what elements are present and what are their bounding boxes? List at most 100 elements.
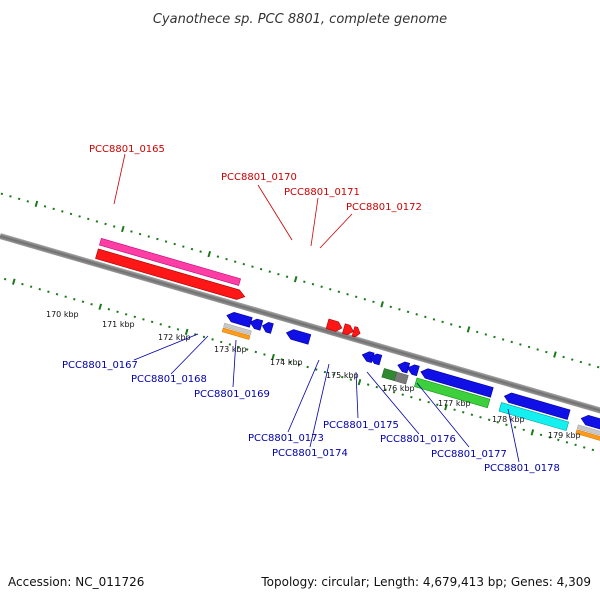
gene-0169-feature[interactable] xyxy=(285,328,312,345)
minor-tick xyxy=(557,438,560,442)
gene-label-0175[interactable]: PCC8801_0175 xyxy=(323,420,399,431)
minor-tick xyxy=(289,360,292,364)
minor-tick xyxy=(311,282,315,286)
minor-tick xyxy=(73,298,76,301)
minor-tick xyxy=(513,426,517,429)
minor-tick xyxy=(323,370,327,374)
minor-tick xyxy=(484,333,488,336)
gene-label-0165[interactable]: PCC8801_0165 xyxy=(89,144,165,155)
minor-tick xyxy=(406,310,410,314)
gene-label-0176[interactable]: PCC8801_0176 xyxy=(380,434,456,445)
gene-0177-feature[interactable] xyxy=(419,367,494,398)
minor-tick xyxy=(43,205,47,208)
gene-label-0167[interactable]: PCC8801_0167 xyxy=(62,360,138,371)
leader-line xyxy=(170,335,209,375)
minor-tick xyxy=(424,315,427,319)
gene-0174-feature[interactable] xyxy=(369,352,383,366)
tick-label: 174 kbp xyxy=(270,358,303,367)
gene-0172-feature[interactable] xyxy=(351,326,362,339)
leader-line xyxy=(133,333,199,361)
leader-line xyxy=(287,359,320,433)
leader-line xyxy=(319,213,353,249)
major-tick xyxy=(357,378,362,386)
leader-line xyxy=(232,339,237,388)
leader-line xyxy=(416,382,470,448)
gene-0166-feature[interactable] xyxy=(95,248,247,302)
gene-0170-feature[interactable] xyxy=(325,318,343,333)
minor-tick xyxy=(199,250,202,253)
major-tick xyxy=(207,250,212,258)
minor-tick xyxy=(536,348,539,351)
major-tick xyxy=(121,225,125,233)
major-tick xyxy=(98,303,103,310)
minor-tick xyxy=(133,315,137,319)
minor-tick xyxy=(458,325,462,329)
minor-tick xyxy=(254,350,258,354)
minor-tick xyxy=(78,215,81,218)
genome-backbone xyxy=(0,233,600,418)
minor-tick xyxy=(315,368,318,371)
minor-tick xyxy=(470,413,474,416)
minor-tick xyxy=(233,260,237,263)
gene-0179b-feature[interactable] xyxy=(576,424,600,438)
gene-label-0172[interactable]: PCC8801_0172 xyxy=(346,202,422,213)
gene-label-0177[interactable]: PCC8801_0177 xyxy=(431,449,507,460)
major-tick xyxy=(553,351,557,358)
gene-0178b-feature[interactable] xyxy=(498,402,570,432)
gene-label-0174[interactable]: PCC8801_0174 xyxy=(272,448,348,459)
gene-0176c-feature[interactable] xyxy=(406,363,420,377)
gene-0179-feature[interactable] xyxy=(580,414,600,433)
tick-label: 176 kbp xyxy=(382,384,415,393)
minor-tick xyxy=(61,210,64,213)
minor-tick xyxy=(453,408,456,411)
leader-line xyxy=(507,408,520,463)
major-tick xyxy=(530,429,535,436)
minor-tick xyxy=(337,290,341,294)
gene-0173-feature[interactable] xyxy=(361,350,375,364)
gene-label-0173[interactable]: PCC8801_0173 xyxy=(248,433,324,444)
gene-label-0171[interactable]: PCC8801_0171 xyxy=(284,187,360,198)
gene-0175-feature[interactable] xyxy=(381,368,398,382)
gene-0176b-feature[interactable] xyxy=(396,360,411,374)
minor-tick xyxy=(591,448,595,452)
minor-tick xyxy=(38,287,41,291)
gene-0177b-feature[interactable] xyxy=(414,377,491,409)
gene-label-0169[interactable]: PCC8801_0169 xyxy=(194,389,270,400)
gene-label-0178[interactable]: PCC8801_0178 xyxy=(484,463,560,474)
gene-0167-feature[interactable] xyxy=(225,311,253,328)
leader-line xyxy=(366,371,420,435)
map-title: Cyanothece sp. PCC 8801, complete genome xyxy=(153,12,447,27)
gene-grey-feature[interactable] xyxy=(223,322,252,336)
minor-tick xyxy=(427,400,430,404)
minor-tick xyxy=(436,403,439,406)
minor-tick xyxy=(346,293,349,296)
minor-tick xyxy=(237,345,240,349)
minor-tick xyxy=(297,363,301,366)
minor-tick xyxy=(147,235,150,238)
minor-tick xyxy=(95,220,99,223)
minor-tick xyxy=(26,200,30,203)
gene-0176-feature[interactable] xyxy=(393,371,409,385)
minor-tick xyxy=(596,365,600,369)
gene-0178-feature[interactable] xyxy=(503,391,571,420)
tick-label: 175 kbp xyxy=(326,371,359,380)
topology-text: Topology: circular; Length: 4,679,413 bp… xyxy=(260,575,591,589)
gene-0171-feature[interactable] xyxy=(342,323,354,336)
minor-tick xyxy=(392,390,396,394)
gene-label-0168[interactable]: PCC8801_0168 xyxy=(131,374,207,385)
gene-label-0170[interactable]: PCC8801_0170 xyxy=(221,172,297,183)
minor-tick xyxy=(228,343,232,346)
minor-tick xyxy=(588,363,591,366)
minor-tick xyxy=(450,323,453,326)
gene-0168b-feature[interactable] xyxy=(261,321,274,334)
gene-0168-feature[interactable] xyxy=(248,317,264,331)
minor-tick xyxy=(280,358,283,361)
gene-0165-feature[interactable] xyxy=(99,238,241,286)
minor-tick xyxy=(173,242,176,246)
minor-tick xyxy=(251,265,254,268)
gene-orange-feature[interactable] xyxy=(221,327,251,340)
minor-tick xyxy=(268,270,271,273)
minor-tick xyxy=(432,318,436,321)
map-track xyxy=(0,192,600,452)
